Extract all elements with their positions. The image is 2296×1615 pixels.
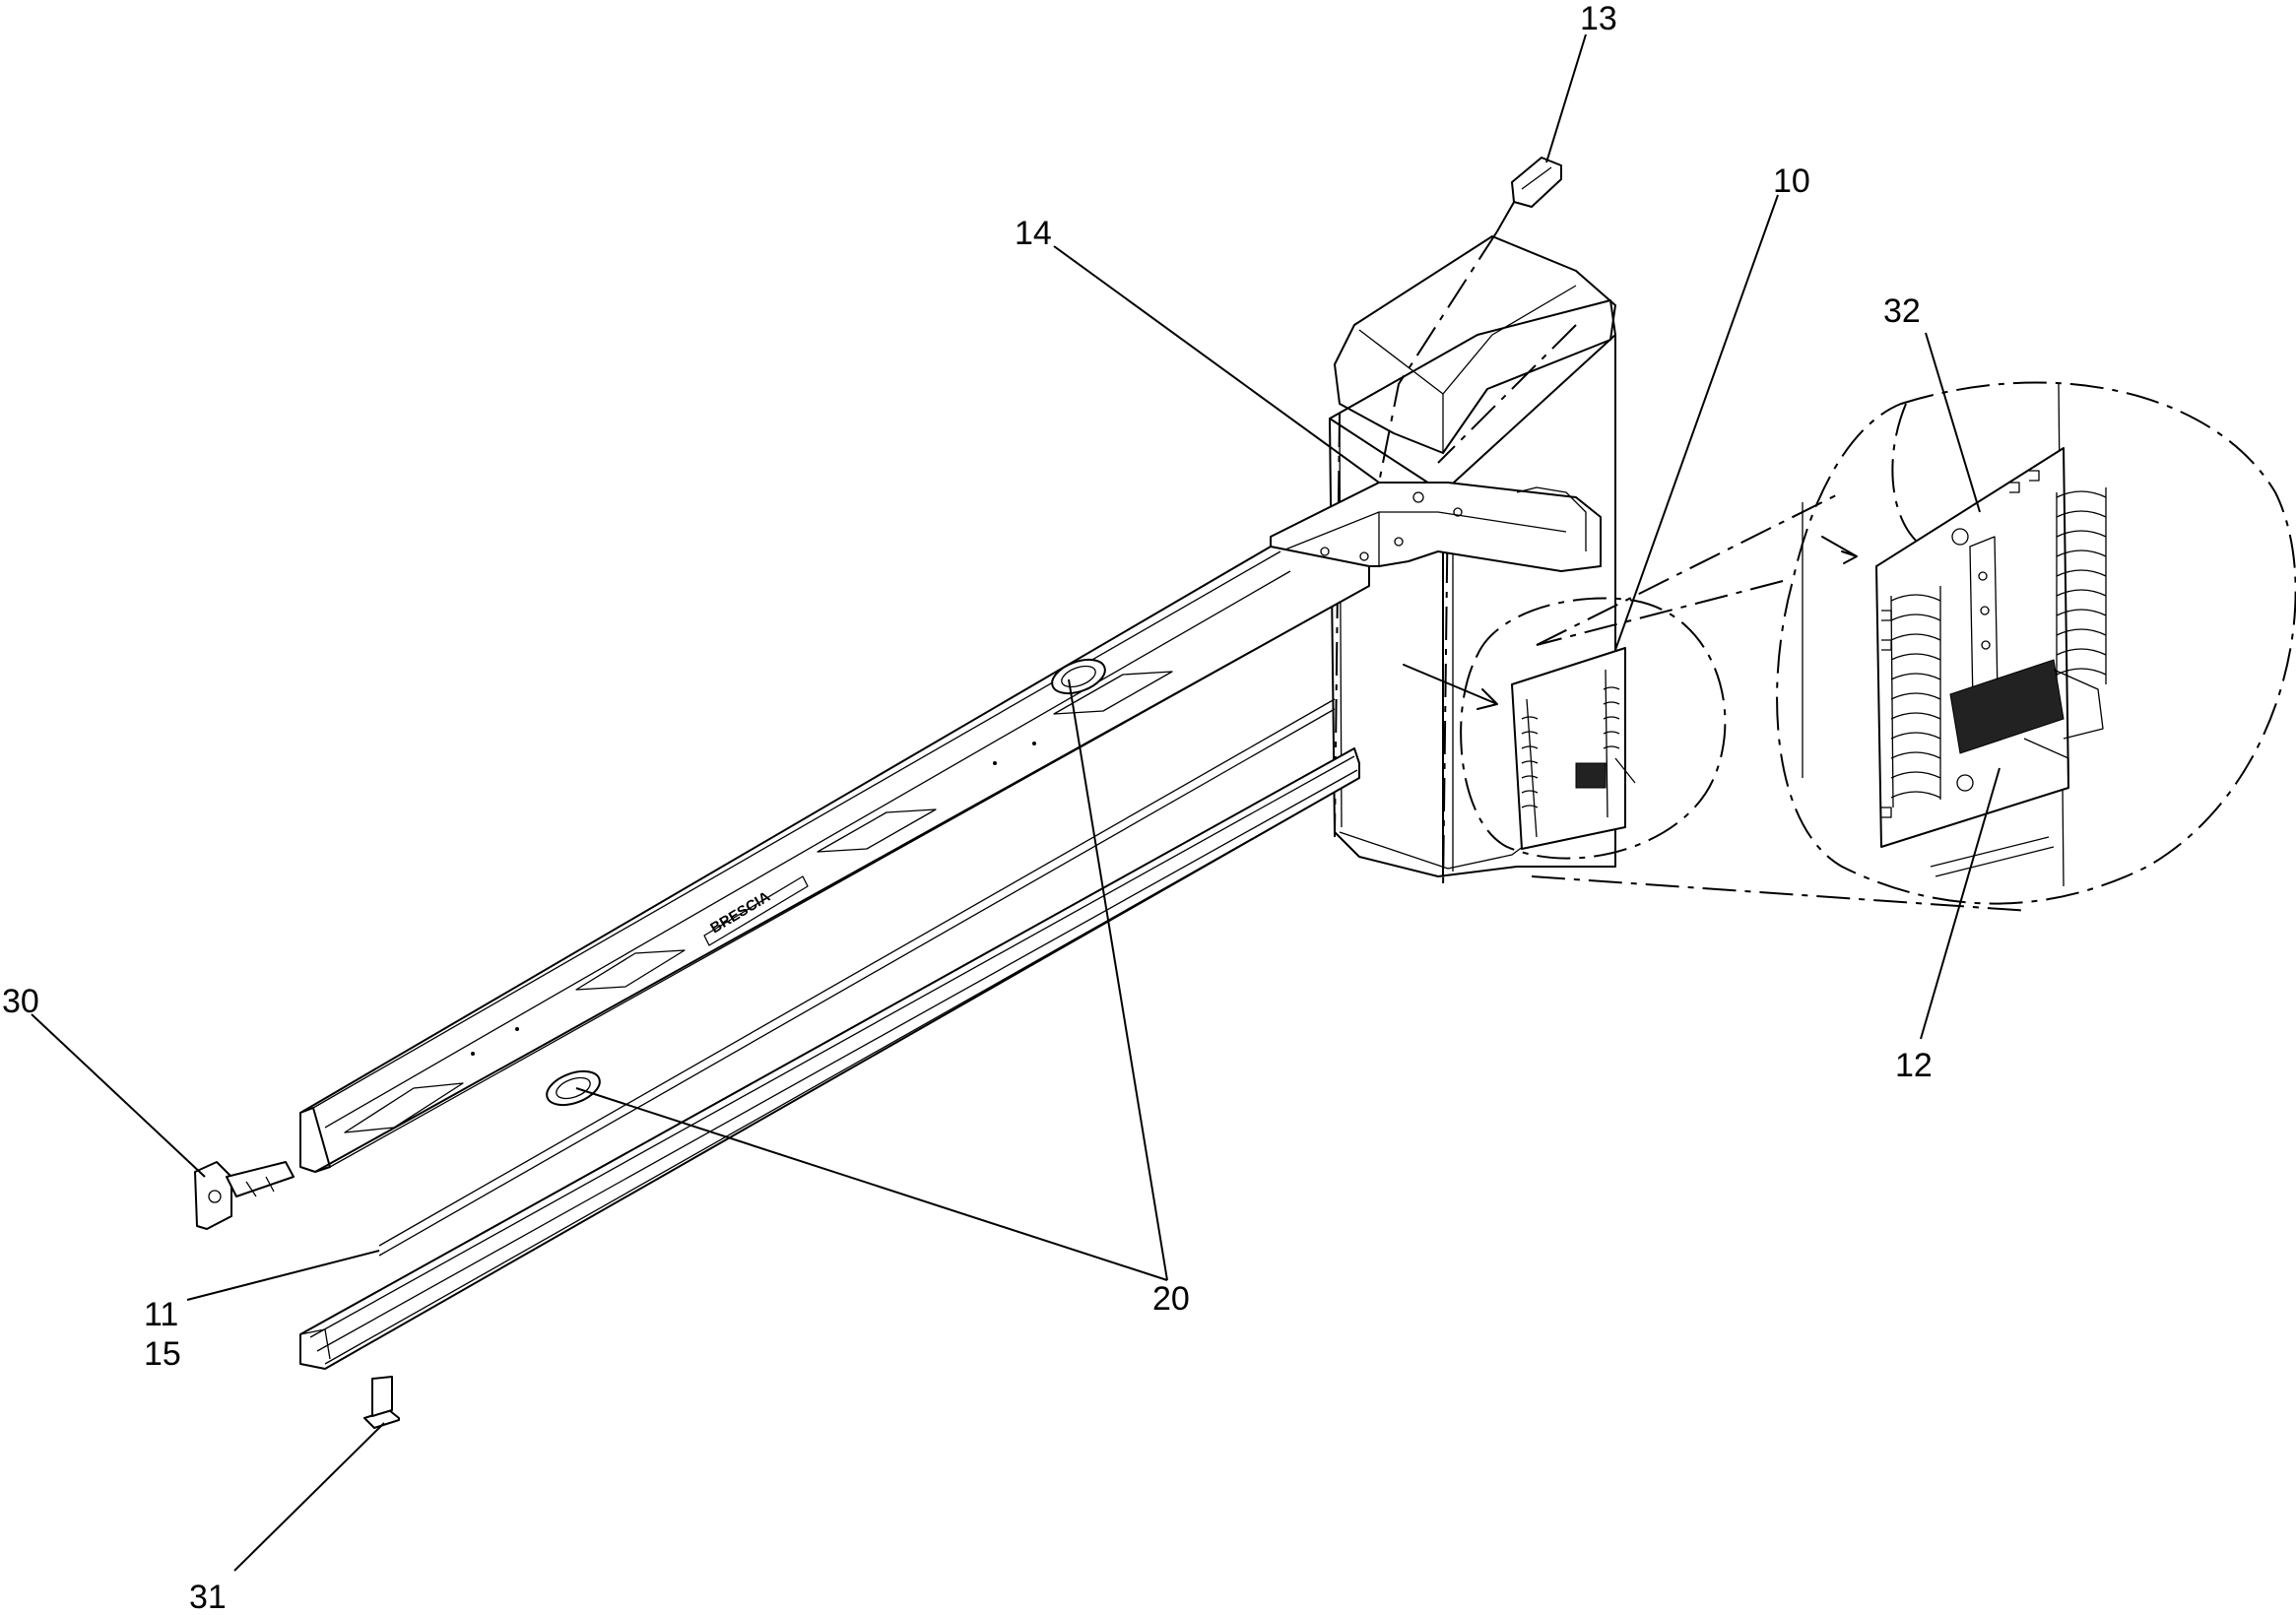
callout-13: 13 <box>1580 0 1617 37</box>
callout-32: 32 <box>1883 292 1921 330</box>
control-board-small <box>1511 647 1636 850</box>
cabinet-top-cover <box>1334 230 1616 484</box>
callout-15: 15 <box>144 1335 181 1373</box>
boom-arm <box>299 546 1370 1173</box>
part-13-plate <box>1511 157 1562 208</box>
control-board-large <box>1875 447 2107 848</box>
callout-20: 20 <box>1152 1280 1190 1318</box>
callout-10: 10 <box>1773 162 1810 200</box>
callout-31: 31 <box>189 1579 227 1615</box>
part-20-caps <box>546 658 1106 1107</box>
detail-circle-small <box>1460 597 1727 860</box>
part-31-bracket <box>363 1376 400 1429</box>
callout-14: 14 <box>1015 215 1052 252</box>
leader-lines <box>31 33 2001 1572</box>
rubber-profile <box>299 698 1360 1370</box>
arrow-large <box>1821 536 1858 564</box>
arrow-small <box>1403 664 1498 710</box>
callout-11: 11 <box>144 1296 178 1333</box>
callout-12: 12 <box>1895 1047 1933 1084</box>
callout-30: 30 <box>2 983 39 1020</box>
part-30-end-bracket <box>194 1161 295 1230</box>
